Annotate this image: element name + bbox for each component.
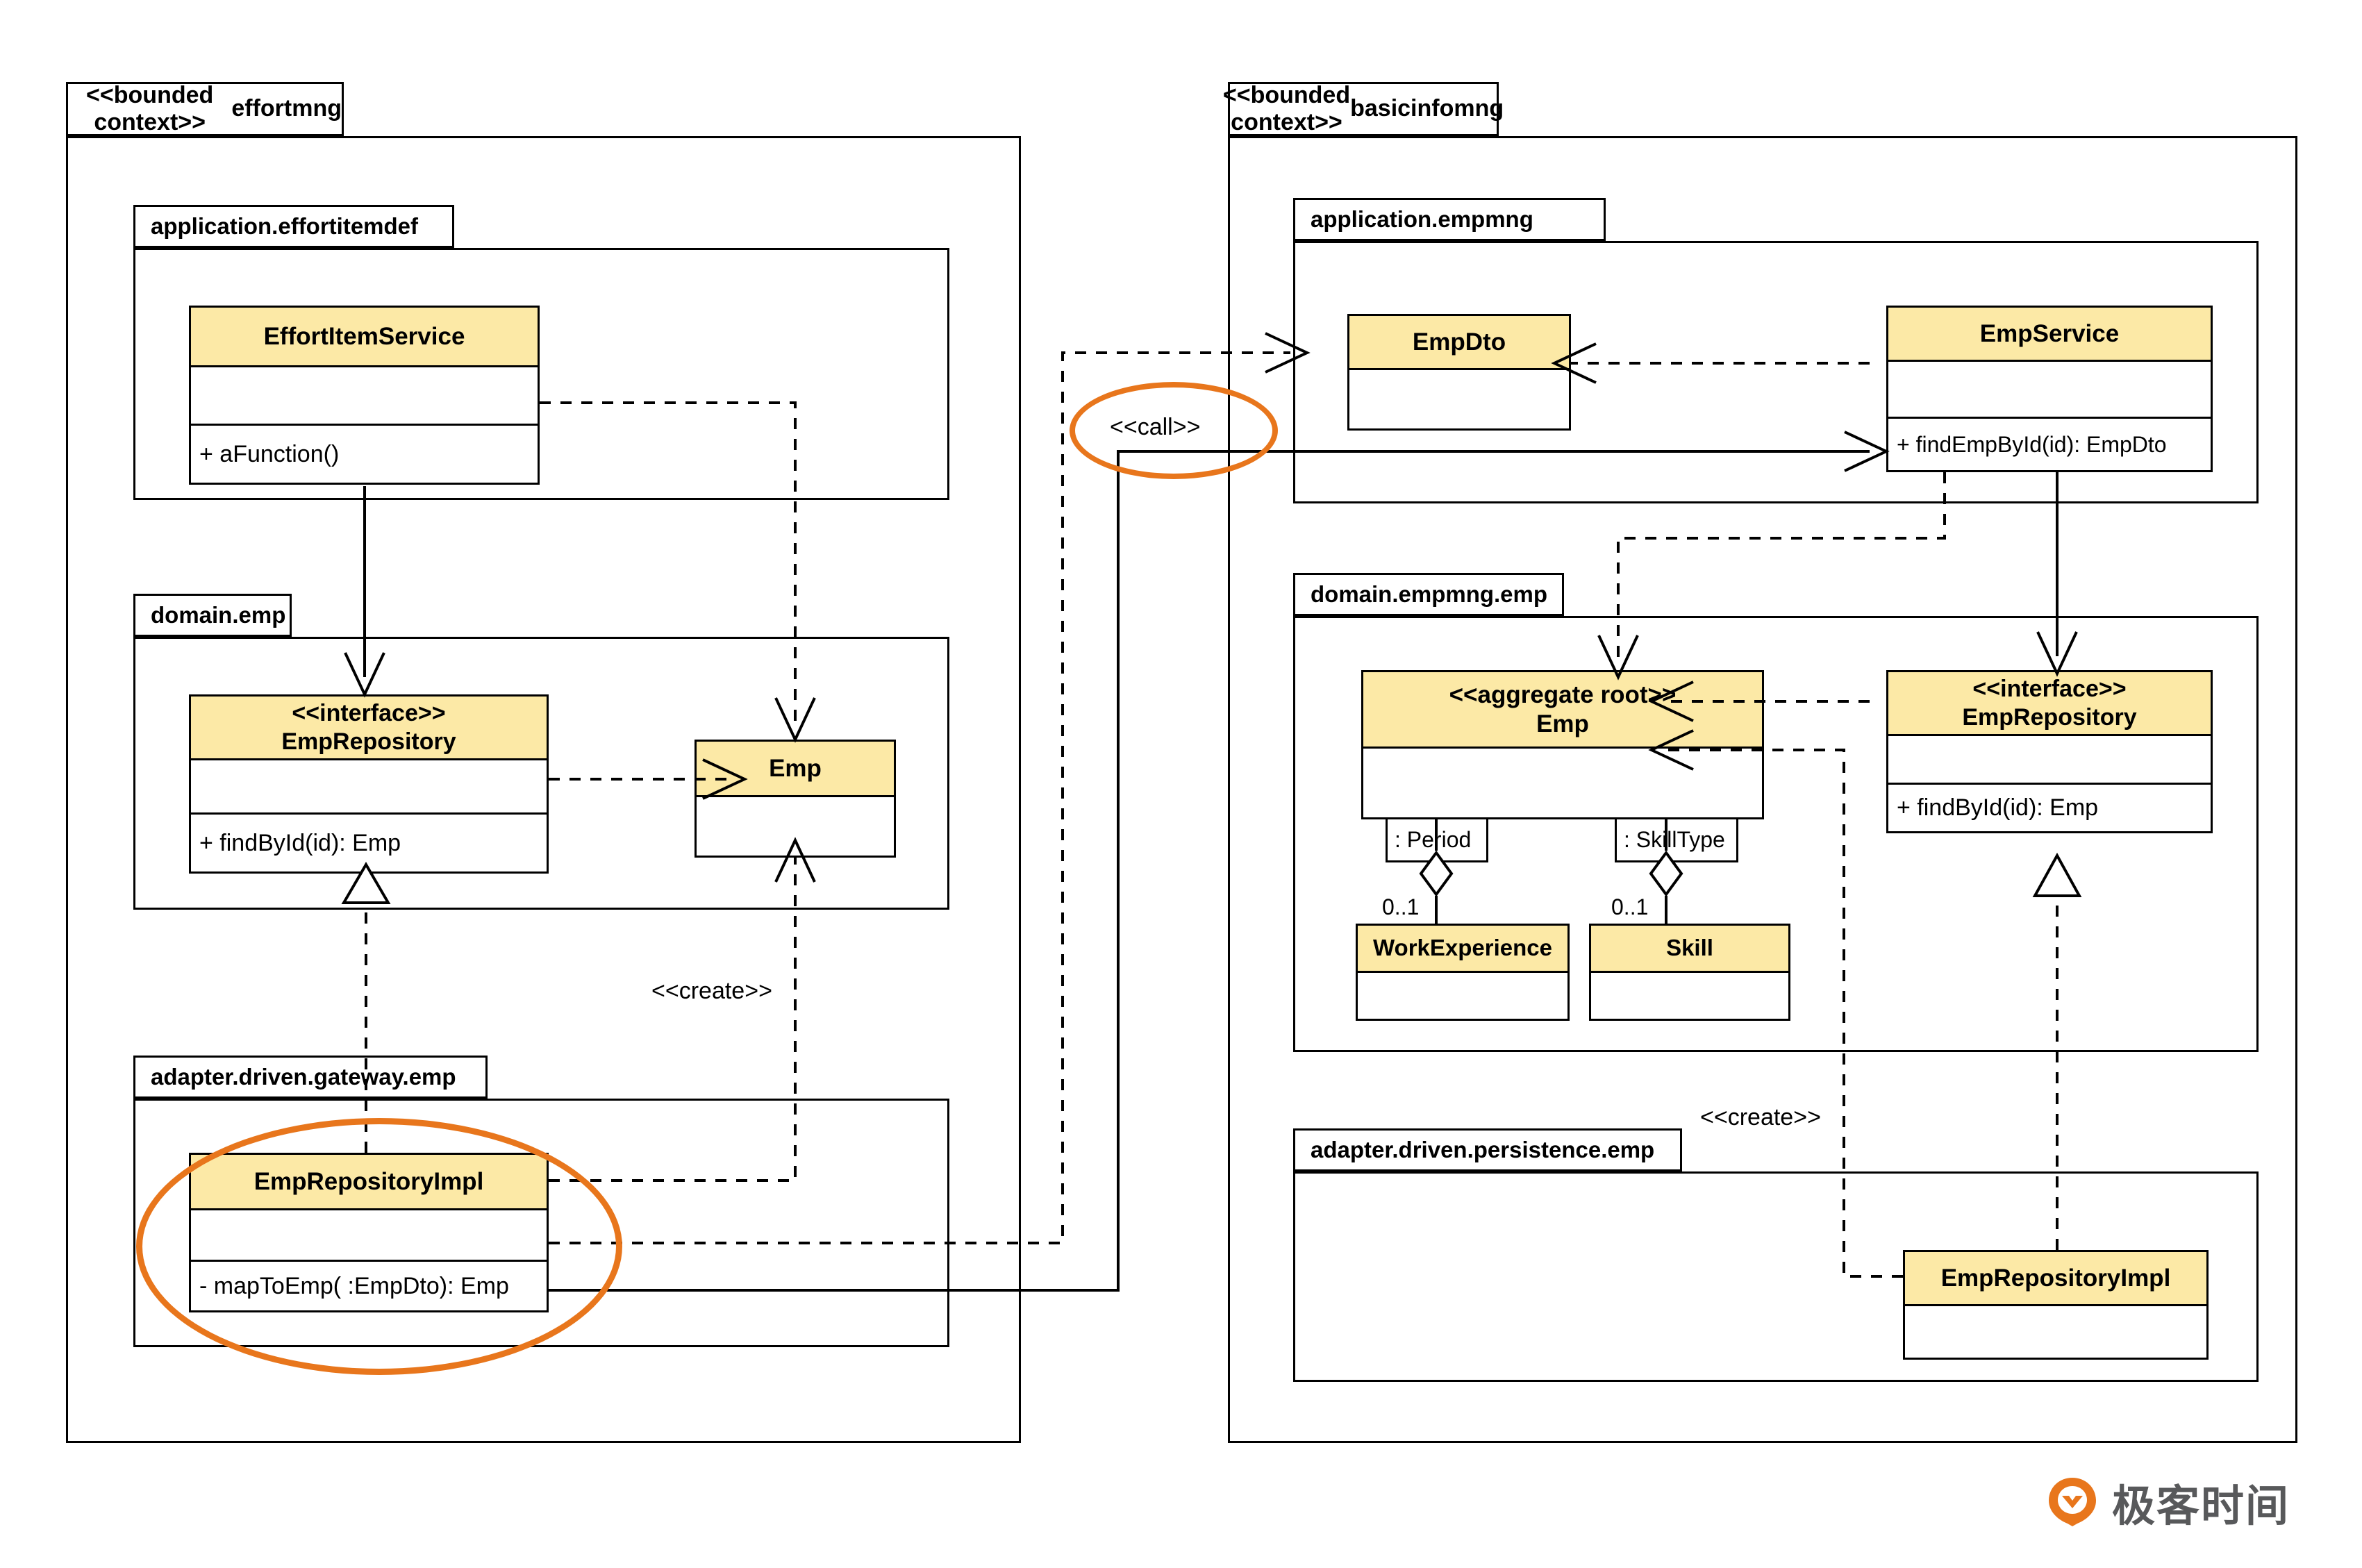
class-emprepository-right-header: <<interface>> EmpRepository (1888, 672, 2211, 736)
package-application-empmng-name: application.empmng (1311, 206, 1533, 233)
class-effortitemservice-header: EffortItemService (191, 308, 538, 367)
class-empservice-operations: + findEmpById(id): EmpDto (1888, 419, 2211, 470)
class-emp-aggregate-root-name: Emp (1536, 710, 1589, 737)
bounded-context-basicinfomng-stereotype: <<bounded context>> (1222, 81, 1351, 135)
class-emp-left[interactable]: Emp (695, 740, 896, 858)
role-skilltype: : Period : SkillType (1615, 819, 1738, 862)
package-domain-empmng-emp-tab: domain.empmng.emp (1293, 573, 1564, 616)
package-adapter-driven-gateway-emp-name: adapter.driven.gateway.emp (151, 1064, 456, 1090)
bounded-context-basicinfomng-name: basicinfomng (1350, 95, 1504, 122)
package-adapter-driven-persistence-emp-name: adapter.driven.persistence.emp (1311, 1137, 1655, 1163)
package-domain-emp-tab: domain.emp (133, 594, 292, 637)
class-emprepository-right-stereotype: <<interface>> (1972, 676, 2127, 703)
class-emprepositoryimpl-right-name: EmpRepositoryImpl (1940, 1264, 2171, 1292)
package-adapter-driven-persistence-emp-tab: adapter.driven.persistence.emp (1293, 1128, 1682, 1171)
class-effortitemservice-name: EffortItemService (263, 322, 465, 350)
create-label-left: <<create>> (651, 978, 772, 1004)
class-emprepository-left[interactable]: <<interface>> EmpRepository + findById(i… (189, 694, 549, 874)
class-emprepository-left-stereotype: <<interface>> (292, 700, 446, 727)
class-effortitemservice-operations: + aFunction() (191, 426, 538, 483)
class-workexperience-header: WorkExperience (1358, 926, 1567, 973)
class-emprepository-right-attributes (1888, 736, 2211, 785)
class-emp-aggregate-root-attributes (1363, 749, 1762, 817)
bounded-context-basicinfomng-tab: <<bounded context>> basicinfomng (1223, 82, 1504, 136)
class-workexperience-attributes (1358, 973, 1567, 1019)
package-application-effortitemdef-name: application.effortitemdef (151, 213, 419, 240)
multiplicity-workexperience: 0..1 (1382, 894, 1420, 919)
class-emprepositoryimpl-right[interactable]: EmpRepositoryImpl (1903, 1250, 2209, 1360)
class-empdto[interactable]: EmpDto (1347, 314, 1571, 431)
bounded-context-effortmng-stereotype: <<bounded context>> (86, 81, 214, 135)
class-emp-left-header: Emp (697, 742, 894, 797)
role-period: : Period (1386, 819, 1488, 862)
class-emprepository-right-name: EmpRepository (1962, 703, 2137, 731)
bounded-context-effortmng-name: effortmng (231, 95, 342, 122)
class-skill-name: Skill (1666, 935, 1713, 961)
class-emprepositoryimpl-right-header: EmpRepositoryImpl (1905, 1252, 2206, 1306)
package-domain-empmng-emp-name: domain.empmng.emp (1311, 581, 1548, 608)
package-adapter-driven-gateway-emp-tab: adapter.driven.gateway.emp (133, 1056, 488, 1099)
watermark: 极客时间 (2045, 1471, 2290, 1533)
class-workexperience[interactable]: WorkExperience (1356, 924, 1570, 1021)
class-effortitemservice-attributes (191, 367, 538, 426)
class-emprepositoryimpl-right-attributes (1905, 1306, 2206, 1358)
class-emprepository-left-operations: + findById(id): Emp (191, 815, 547, 871)
class-emp-aggregate-root-header: <<aggregate root>> Emp (1363, 672, 1762, 749)
class-emprepository-right[interactable]: <<interface>> EmpRepository + findById(i… (1886, 670, 2213, 833)
class-emprepository-left-name: EmpRepository (281, 728, 456, 755)
role-skilltype-label-text: : SkillType (1624, 827, 1725, 852)
class-empdto-name: EmpDto (1412, 328, 1506, 356)
package-domain-emp-name: domain.emp (151, 602, 286, 628)
class-empservice-operation-0: + findEmpById(id): EmpDto (1897, 431, 2167, 457)
class-workexperience-name: WorkExperience (1372, 935, 1552, 961)
class-emprepository-left-operation-0: + findById(id): Emp (199, 829, 401, 856)
package-application-effortitemdef-tab: application.effortitemdef (133, 205, 454, 248)
geektime-logo-icon (2045, 1475, 2099, 1529)
class-emprepository-left-header: <<interface>> EmpRepository (191, 697, 547, 760)
class-empservice-header: EmpService (1888, 308, 2211, 362)
emp-repository-impl-highlight (136, 1118, 622, 1375)
class-empservice[interactable]: EmpService + findEmpById(id): EmpDto (1886, 306, 2213, 472)
class-emp-aggregate-root[interactable]: <<aggregate root>> Emp (1361, 670, 1764, 819)
class-effortitemservice-operation-0: + aFunction() (199, 440, 340, 467)
class-empdto-attributes (1349, 370, 1569, 428)
call-label: <<call>> (1110, 414, 1201, 440)
class-empservice-attributes (1888, 362, 2211, 419)
package-application-empmng-tab: application.empmng (1293, 198, 1606, 241)
role-period-label: : Period (1395, 827, 1472, 852)
class-skill-attributes (1591, 973, 1788, 1019)
multiplicity-skill: 0..1 (1611, 894, 1649, 919)
class-emp-left-attributes (697, 797, 894, 856)
class-effortitemservice[interactable]: EffortItemService + aFunction() (189, 306, 540, 485)
class-emp-aggregate-root-stereotype: <<aggregate root>> (1449, 681, 1677, 709)
class-emp-left-name: Emp (769, 754, 822, 782)
watermark-text: 极客时间 (2112, 1483, 2290, 1531)
class-emprepository-left-attributes (191, 760, 547, 815)
class-skill[interactable]: Skill (1589, 924, 1790, 1021)
bounded-context-effortmng-tab: <<bounded context>> effortmng (66, 82, 344, 136)
create-label-right: <<create>> (1700, 1104, 1821, 1131)
class-emprepository-right-operation-0: + findById(id): Emp (1897, 794, 2099, 821)
class-skill-header: Skill (1591, 926, 1788, 973)
class-empdto-header: EmpDto (1349, 316, 1569, 370)
class-emprepository-right-operations: + findById(id): Emp (1888, 785, 2211, 831)
class-empservice-name: EmpService (1979, 319, 2120, 347)
